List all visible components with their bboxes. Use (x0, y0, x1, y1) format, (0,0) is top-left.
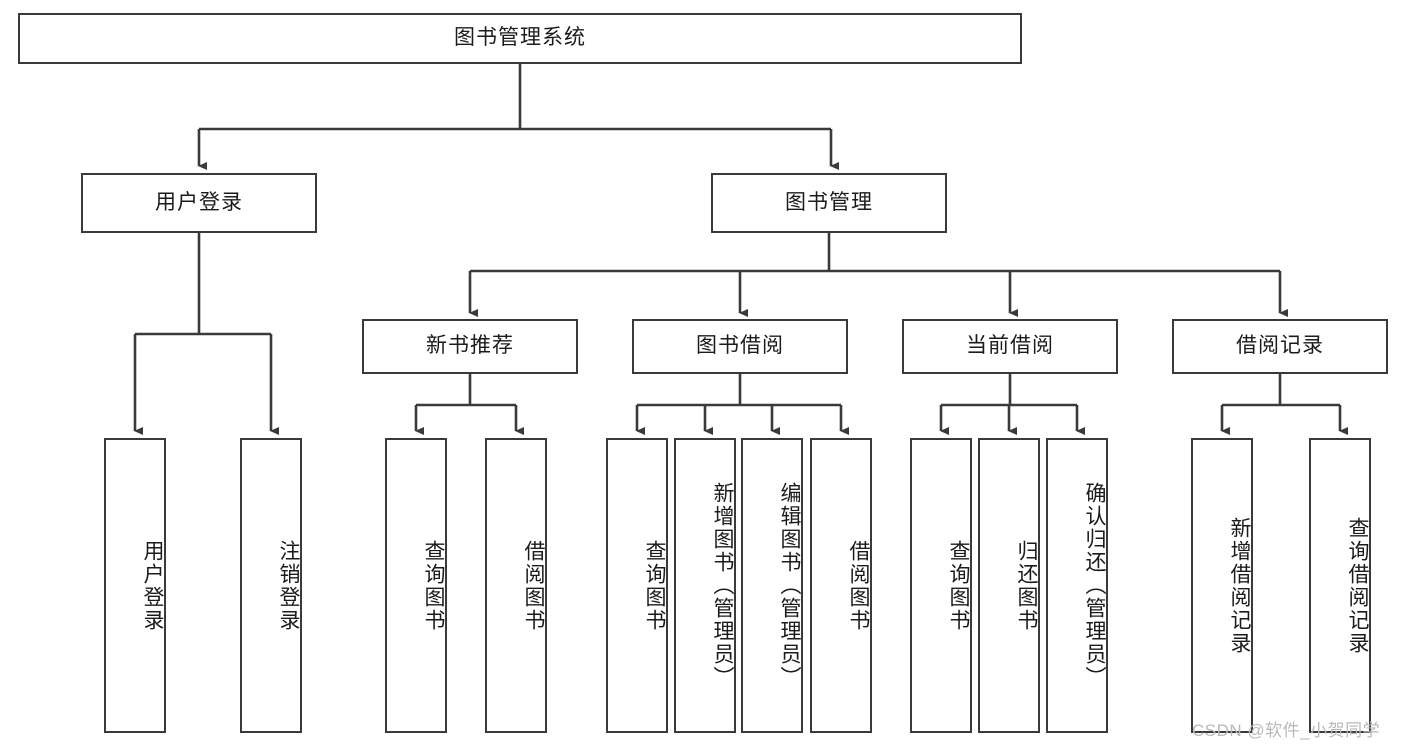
leaf-book-borrow-edit[interactable]: 编辑图书（管理员） (741, 438, 803, 733)
node-borrow-record[interactable]: 借阅记录 (1172, 319, 1388, 374)
leaf-label: 编辑图书（管理员） (778, 482, 801, 689)
leaf-label: 查询图书 (422, 539, 445, 632)
leaf-new-book-query[interactable]: 查询图书 (385, 438, 447, 733)
leaf-label: 查询图书 (643, 539, 666, 632)
node-borrow-record-label: 借阅记录 (1236, 334, 1324, 358)
leaf-label: 新增图书（管理员） (711, 482, 734, 689)
leaf-label: 归还图书 (1015, 539, 1038, 632)
leaf-user-login-logout[interactable]: 注销登录 (240, 438, 302, 733)
leaf-user-login-login[interactable]: 用户登录 (104, 438, 166, 733)
node-book-management[interactable]: 图书管理 (711, 173, 947, 233)
node-user-login[interactable]: 用户登录 (81, 173, 317, 233)
node-book-borrow[interactable]: 图书借阅 (632, 319, 848, 374)
leaf-label: 借阅图书 (522, 539, 545, 632)
leaf-label: 借阅图书 (847, 539, 870, 632)
leaf-label: 查询图书 (947, 539, 970, 632)
leaf-borrow-record-add[interactable]: 新增借阅记录 (1191, 438, 1253, 733)
csdn-watermark: CSDN @软件_小贺同学 (1192, 721, 1381, 740)
leaf-label: 查询借阅记录 (1346, 516, 1369, 655)
leaf-borrow-record-query[interactable]: 查询借阅记录 (1309, 438, 1371, 733)
leaf-label: 确认归还（管理员） (1083, 482, 1106, 689)
leaf-book-borrow-add[interactable]: 新增图书（管理员） (674, 438, 736, 733)
node-new-book-recommend-label: 新书推荐 (426, 334, 514, 358)
leaf-new-book-borrow[interactable]: 借阅图书 (485, 438, 547, 733)
node-current-borrow[interactable]: 当前借阅 (902, 319, 1118, 374)
leaf-label: 新增借阅记录 (1228, 516, 1251, 655)
node-book-management-label: 图书管理 (785, 190, 873, 214)
node-root[interactable]: 图书管理系统 (18, 13, 1022, 64)
node-root-label: 图书管理系统 (454, 26, 586, 50)
node-user-login-label: 用户登录 (155, 190, 243, 214)
node-current-borrow-label: 当前借阅 (966, 334, 1054, 358)
leaf-label: 注销登录 (277, 539, 300, 632)
leaf-current-borrow-confirm-return[interactable]: 确认归还（管理员） (1046, 438, 1108, 733)
leaf-label: 用户登录 (141, 539, 164, 632)
node-new-book-recommend[interactable]: 新书推荐 (362, 319, 578, 374)
leaf-current-borrow-query[interactable]: 查询图书 (910, 438, 972, 733)
leaf-current-borrow-return[interactable]: 归还图书 (978, 438, 1040, 733)
node-book-borrow-label: 图书借阅 (696, 334, 784, 358)
leaf-book-borrow-borrow[interactable]: 借阅图书 (810, 438, 872, 733)
leaf-book-borrow-query[interactable]: 查询图书 (606, 438, 668, 733)
